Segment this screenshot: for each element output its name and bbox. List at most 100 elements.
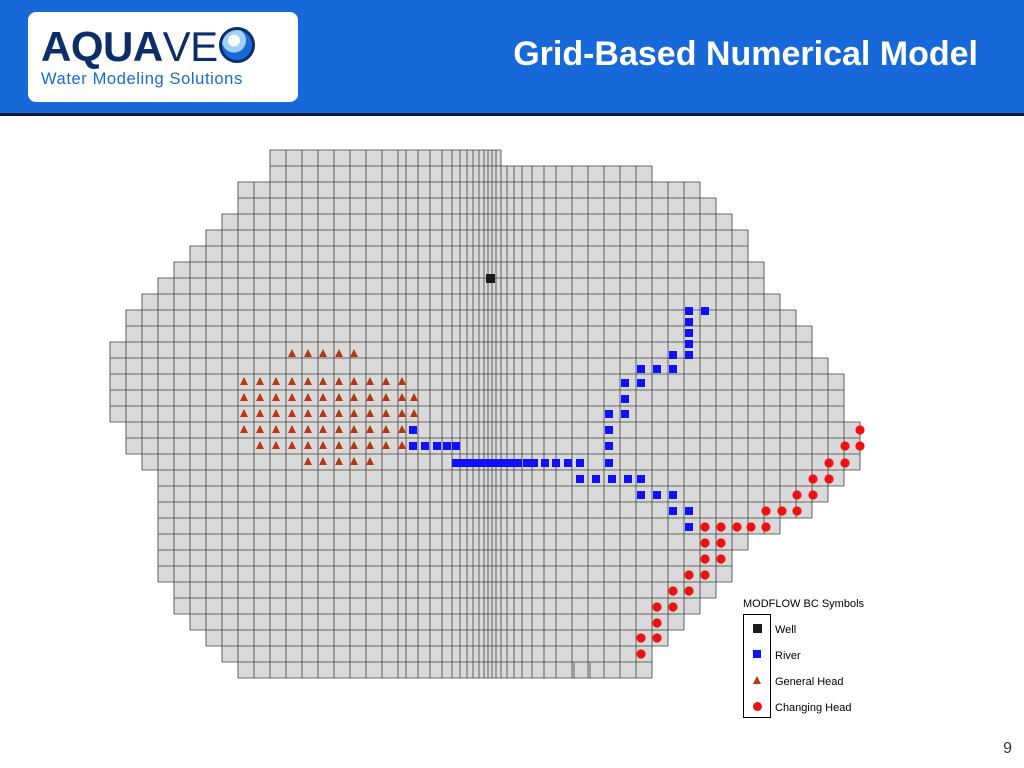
general-head-marker: [240, 393, 248, 401]
changing-head-marker: [761, 506, 771, 516]
general-head-marker: [288, 349, 296, 357]
changing-head-marker: [792, 506, 802, 516]
river-marker: [669, 351, 677, 359]
general-head-marker: [256, 409, 264, 417]
general-head-marker: [382, 409, 390, 417]
general-head-marker: [319, 349, 327, 357]
general-head-marker: [304, 377, 312, 385]
changing-head-marker: [636, 649, 646, 659]
general-head-marker: [288, 441, 296, 449]
river-marker: [530, 459, 538, 467]
legend-general-head-symbol: [744, 667, 770, 693]
changing-head-marker: [761, 522, 771, 532]
general-head-marker: [319, 425, 327, 433]
river-marker: [685, 523, 693, 531]
river-marker: [637, 491, 645, 499]
changing-head-marker: [668, 586, 678, 596]
legend-label-well: Well: [775, 624, 797, 636]
changing-head-marker: [700, 570, 710, 580]
river-marker: [637, 379, 645, 387]
general-head-marker: [240, 425, 248, 433]
boundary-condition-symbols: [240, 274, 865, 659]
general-head-marker: [304, 441, 312, 449]
river-marker: [473, 459, 481, 467]
river-marker: [653, 491, 661, 499]
river-marker: [621, 379, 629, 387]
river-marker: [685, 340, 693, 348]
legend-river-symbol: [744, 641, 770, 667]
header-divider: [0, 113, 1024, 116]
general-head-marker: [366, 457, 374, 465]
general-head-marker: [256, 393, 264, 401]
general-head-marker: [319, 457, 327, 465]
river-marker: [552, 459, 560, 467]
river-marker: [669, 507, 677, 515]
changing-head-marker: [652, 618, 662, 628]
general-head-marker: [304, 349, 312, 357]
general-head-marker: [410, 393, 418, 401]
river-marker: [576, 459, 584, 467]
general-head-marker: [366, 425, 374, 433]
general-head-marker: [398, 393, 406, 401]
general-head-marker: [398, 377, 406, 385]
river-marker: [669, 365, 677, 373]
river-marker: [409, 442, 417, 450]
general-head-marker: [350, 393, 358, 401]
river-marker: [605, 410, 613, 418]
changing-head-marker: [700, 522, 710, 532]
general-head-marker: [398, 409, 406, 417]
river-marker: [576, 475, 584, 483]
changing-head-marker: [777, 506, 787, 516]
general-head-marker: [398, 441, 406, 449]
changing-head-marker: [840, 441, 850, 451]
river-marker: [605, 459, 613, 467]
changing-head-icon: [752, 701, 762, 711]
changing-head-marker: [746, 522, 756, 532]
changing-head-marker: [855, 441, 865, 451]
river-marker: [443, 442, 451, 450]
general-head-marker: [304, 393, 312, 401]
general-head-marker: [256, 377, 264, 385]
river-marker: [452, 459, 460, 467]
slide-title: Grid-Based Numerical Model: [513, 35, 978, 73]
general-head-icon: [753, 676, 761, 684]
changing-head-marker: [808, 490, 818, 500]
general-head-marker: [350, 441, 358, 449]
legend-label-river: River: [775, 650, 801, 662]
changing-head-marker: [700, 554, 710, 564]
river-marker: [467, 459, 475, 467]
general-head-marker: [256, 441, 264, 449]
river-marker: [621, 395, 629, 403]
general-head-marker: [382, 377, 390, 385]
legend-symbol-column: [743, 614, 771, 718]
river-marker: [433, 442, 441, 450]
general-head-marker: [304, 457, 312, 465]
general-head-marker: [350, 425, 358, 433]
general-head-marker: [288, 393, 296, 401]
changing-head-marker: [808, 474, 818, 484]
changing-head-marker: [824, 474, 834, 484]
changing-head-marker: [716, 522, 726, 532]
general-head-marker: [319, 393, 327, 401]
river-marker: [605, 426, 613, 434]
river-marker: [685, 507, 693, 515]
river-marker: [653, 365, 661, 373]
river-marker: [514, 459, 522, 467]
river-marker: [421, 442, 429, 450]
river-marker: [409, 426, 417, 434]
general-head-marker: [335, 393, 343, 401]
legend-label-changing-head: Changing Head: [775, 702, 852, 714]
general-head-marker: [382, 441, 390, 449]
general-head-marker: [382, 425, 390, 433]
general-head-marker: [256, 425, 264, 433]
general-head-marker: [319, 409, 327, 417]
general-head-marker: [240, 409, 248, 417]
changing-head-marker: [652, 633, 662, 643]
general-head-marker: [319, 441, 327, 449]
general-head-marker: [335, 377, 343, 385]
river-marker: [495, 459, 503, 467]
river-icon: [753, 650, 761, 658]
changing-head-marker: [700, 538, 710, 548]
general-head-marker: [366, 377, 374, 385]
